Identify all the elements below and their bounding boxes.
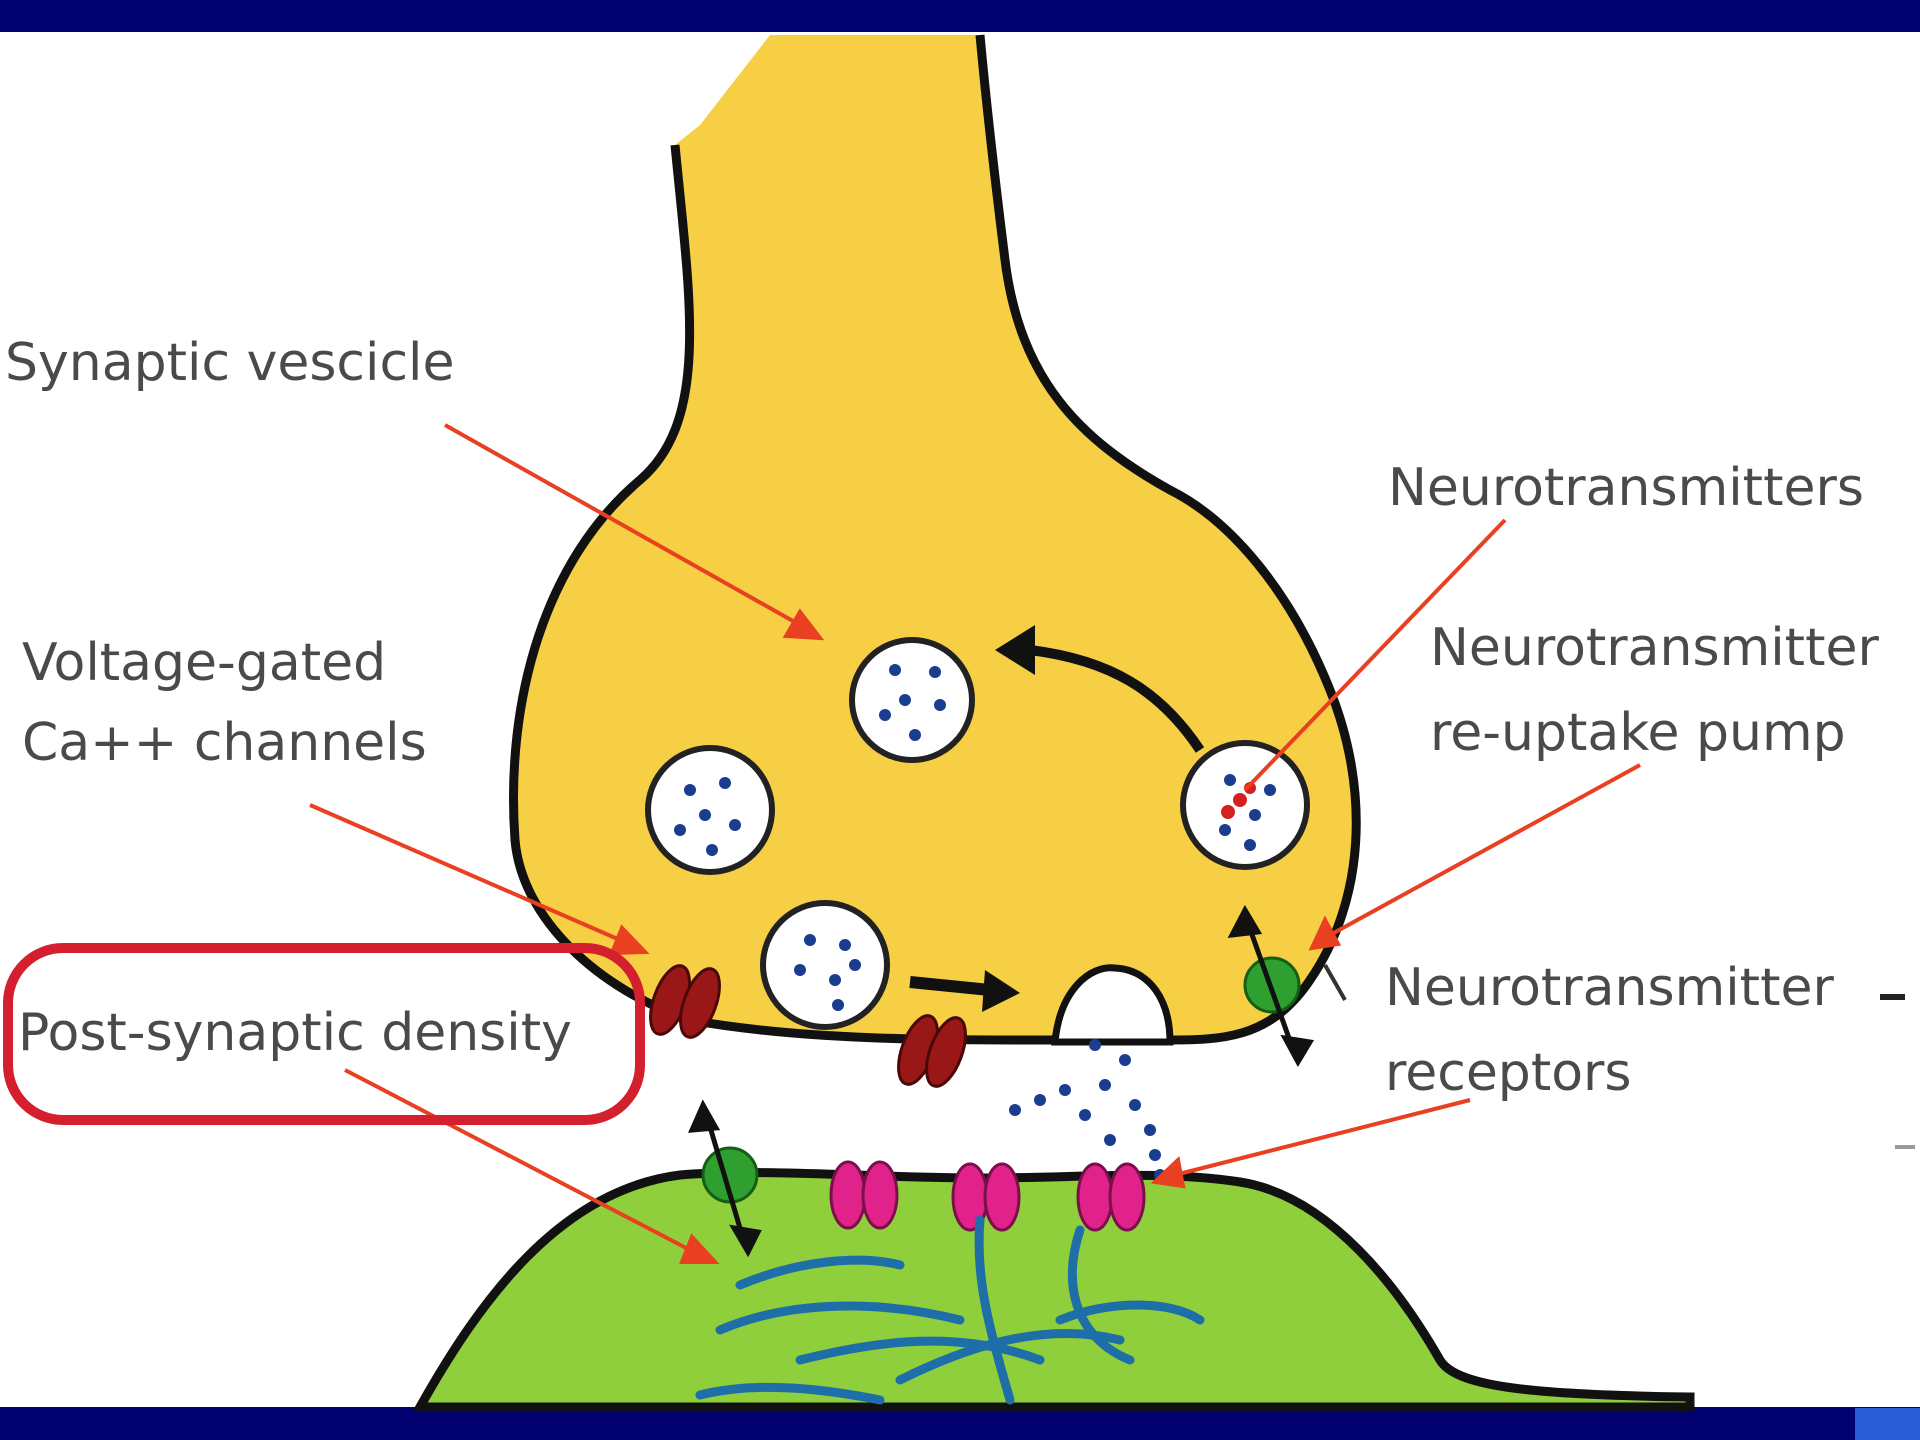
label-voltage-gated-line1: Voltage-gated (22, 633, 386, 693)
vesicle (763, 903, 887, 1027)
label-reuptake-line1: Neurotransmitter (1430, 618, 1879, 678)
label-reuptake-line2: re-uptake pump (1430, 703, 1846, 763)
corner-accent (1855, 1408, 1920, 1440)
label-voltage-gated-line2: Ca++ channels (22, 713, 427, 773)
label-receptors-line2: receptors (1385, 1043, 1632, 1103)
vesicle (852, 640, 972, 760)
vesicle (1183, 743, 1307, 867)
label-neurotransmitters: Neurotransmitters (1388, 458, 1864, 518)
label-synaptic-vesicle: Synaptic vescicle (5, 333, 455, 393)
release-arrow (910, 982, 990, 990)
label-post-synaptic-density: Post-synaptic density (18, 1003, 572, 1063)
label-receptors-line1: Neurotransmitter (1385, 958, 1834, 1018)
